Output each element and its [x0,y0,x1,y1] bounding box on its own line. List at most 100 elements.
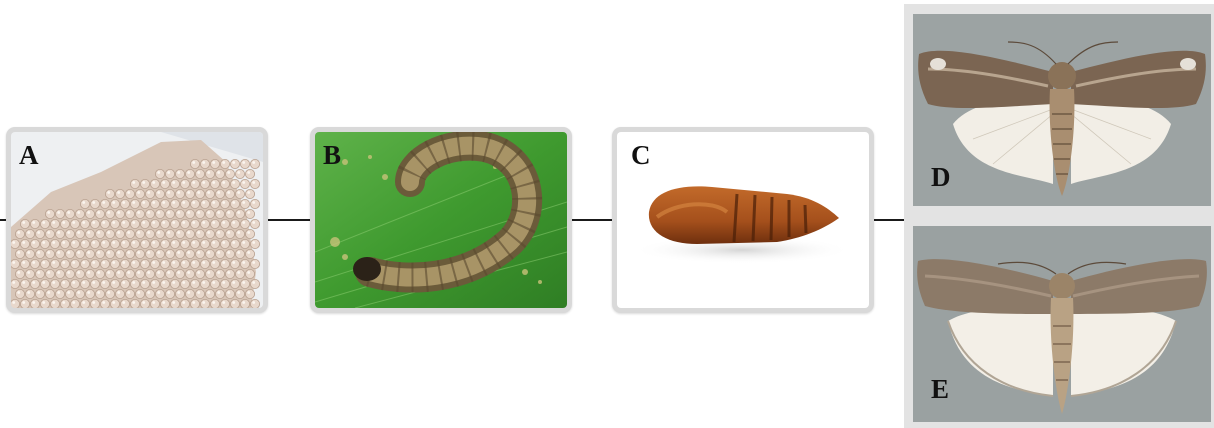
egg [175,269,184,278]
egg [210,179,219,188]
egg [110,299,119,308]
egg-highlight [217,171,220,174]
egg [125,229,134,238]
egg-highlight [147,291,150,294]
egg-highlight [182,221,185,224]
egg [135,209,144,218]
egg-highlight [57,291,60,294]
egg-highlight [232,281,235,284]
egg-highlight [112,201,115,204]
egg-highlight [92,221,95,224]
egg [11,259,20,268]
egg [235,269,244,278]
egg-highlight [147,191,150,194]
egg [85,269,94,278]
egg [125,189,134,198]
egg-highlight [177,171,180,174]
egg [70,279,79,288]
egg [60,239,69,248]
connector-line-b-c [572,219,612,221]
egg [190,259,199,268]
egg-highlight [237,231,240,234]
egg-highlight [132,241,135,244]
egg [95,209,104,218]
egg-highlight [17,291,20,294]
egg-highlight [177,251,180,254]
egg-highlight [142,261,145,264]
egg [135,189,144,198]
egg-highlight [157,231,160,234]
egg [175,209,184,218]
egg [11,239,20,248]
egg [240,239,249,248]
egg [140,259,149,268]
moth-photo-d [913,14,1211,206]
egg-highlight [92,201,95,204]
egg-highlight [237,171,240,174]
egg-highlight [172,301,175,304]
egg-highlight [47,251,50,254]
egg [155,289,164,298]
egg-highlight [212,201,215,204]
egg-highlight [142,241,145,244]
egg [160,279,169,288]
panel-e-adult-moth: E [913,226,1211,422]
egg [100,199,109,208]
egg [90,259,99,268]
egg [225,229,234,238]
egg [120,259,129,268]
egg-highlight [92,241,95,244]
egg-highlight [217,231,220,234]
egg [170,179,179,188]
egg-highlight [127,271,130,274]
egg-highlight [202,181,205,184]
egg [45,209,54,218]
egg [240,279,249,288]
egg [95,269,104,278]
egg [190,179,199,188]
egg-highlight [17,251,20,254]
egg [245,249,254,258]
egg-highlight [122,241,125,244]
egg [250,159,259,168]
egg-highlight [47,271,50,274]
egg-highlight [217,191,220,194]
egg-highlight [247,211,250,214]
egg [205,209,214,218]
egg-highlight [172,221,175,224]
egg [250,199,259,208]
egg-highlight [217,271,220,274]
egg-highlight [242,241,245,244]
egg [25,229,34,238]
egg [195,289,204,298]
egg-highlight [242,301,245,304]
egg [185,169,194,178]
egg [240,199,249,208]
egg-highlight [162,181,165,184]
egg-highlight [222,241,225,244]
egg-highlight [187,211,190,214]
egg-highlight [137,271,140,274]
egg [75,209,84,218]
egg-highlight [82,301,85,304]
egg [130,279,139,288]
egg [100,279,109,288]
egg-highlight [197,171,200,174]
egg [250,239,259,248]
egg [55,229,64,238]
egg [195,209,204,218]
egg [130,259,139,268]
egg [30,299,39,308]
egg [20,279,29,288]
egg-highlight [142,281,145,284]
egg-highlight [177,191,180,194]
egg [30,259,39,268]
egg [11,279,20,288]
egg-highlight [37,271,40,274]
egg [120,299,129,308]
egg-highlight [62,221,65,224]
egg [160,219,169,228]
egg-highlight [227,251,230,254]
egg-highlight [232,201,235,204]
egg-highlight [222,201,225,204]
